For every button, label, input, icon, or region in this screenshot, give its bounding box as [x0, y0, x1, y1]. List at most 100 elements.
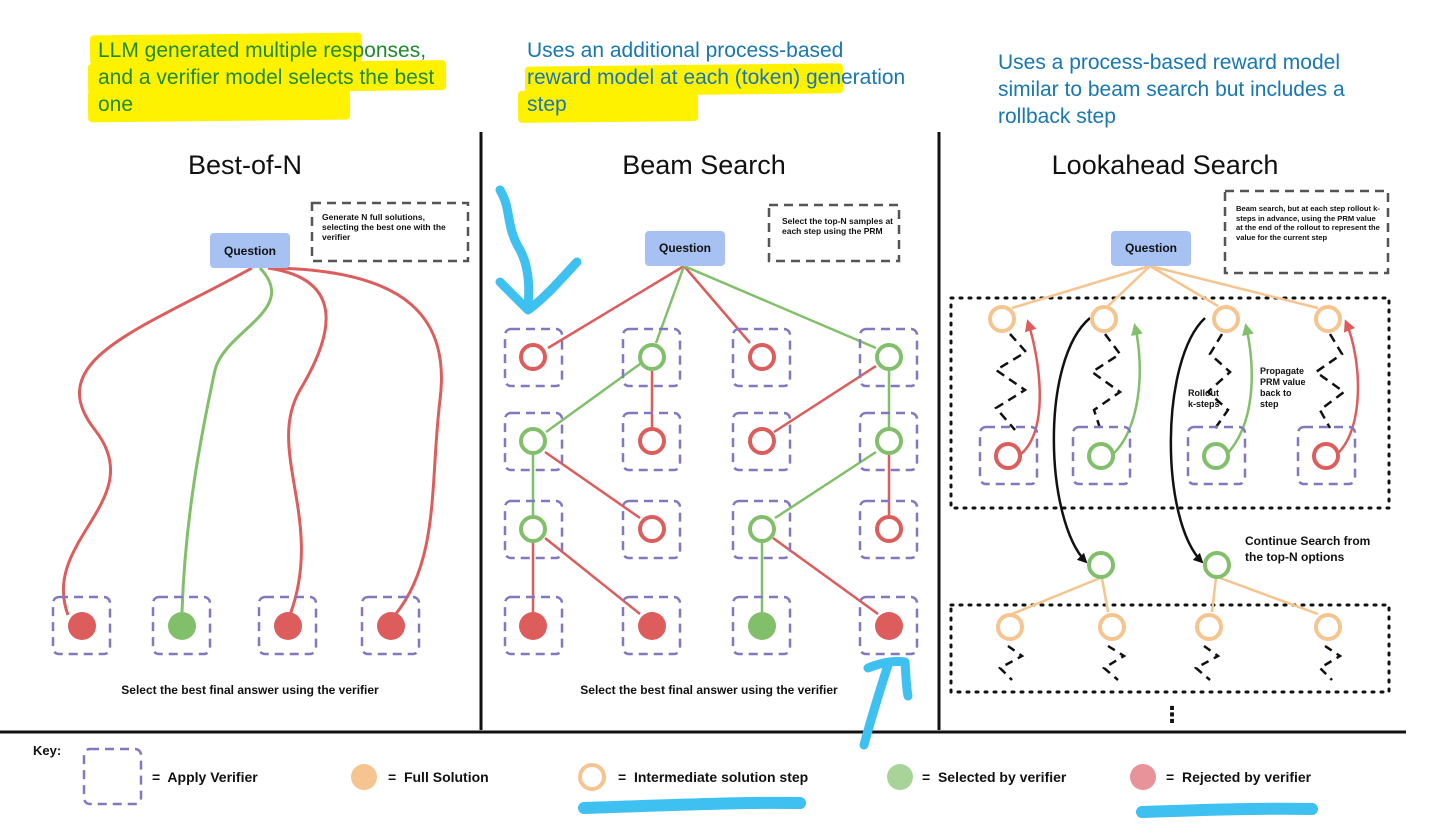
- selected-step: [519, 427, 547, 455]
- selected-step: [1203, 551, 1231, 579]
- beam-edge: [545, 362, 641, 434]
- intermediate-step: [1195, 613, 1223, 641]
- lookahead-question-label: Question: [1125, 241, 1177, 255]
- selected-step: [638, 343, 666, 371]
- rejected-step: [638, 427, 666, 455]
- lookahead-edge: [1149, 264, 1319, 310]
- lookahead-step-2: [996, 613, 1342, 641]
- lookahead-edge: [1149, 264, 1219, 308]
- verifier-box: [621, 595, 682, 656]
- selected-step: [1202, 442, 1230, 470]
- rejected-step: [994, 442, 1022, 470]
- propagate-arrow-red: [1335, 319, 1360, 456]
- rejected-step: [519, 343, 547, 371]
- verifier-box: [503, 411, 564, 472]
- verifier-box: [257, 595, 318, 656]
- best-of-n-question-node: [210, 233, 290, 268]
- lookahead-note: Beam search, but at each step rollout k-…: [1236, 204, 1380, 242]
- marker-arrow-down-icon: [495, 185, 582, 315]
- intermediate-step: [1212, 305, 1240, 333]
- rollout-path: [1313, 333, 1347, 429]
- verifier-box: [151, 595, 212, 656]
- selected-answer: [168, 612, 196, 640]
- intermediate-step: [1098, 613, 1126, 641]
- verifier-box: [1071, 425, 1132, 486]
- key-verifier-swatch: [82, 747, 143, 806]
- lookahead-note-box: [1223, 189, 1390, 275]
- best-of-n-title: Best-of-N: [188, 150, 302, 180]
- verifier-box: [858, 411, 919, 472]
- rejected-step: [638, 515, 666, 543]
- rejected-answer: [519, 612, 547, 640]
- selected-step: [875, 343, 903, 371]
- verifier-box: [978, 425, 1039, 486]
- annotation-best-of-n: LLM generated multiple responses, and a …: [98, 39, 435, 116]
- beam-search-title: Beam Search: [622, 150, 786, 180]
- intermediate-step: [996, 613, 1024, 641]
- key-intermediate-step: = Intermediate solution step: [618, 769, 808, 785]
- beam-edge: [774, 450, 877, 520]
- best-of-n-note-box: [310, 201, 470, 263]
- beam-edge: [544, 537, 641, 615]
- beam-question-node: [645, 231, 725, 266]
- lookahead-title: Lookahead Search: [1052, 150, 1279, 180]
- key-full-solution: = Full Solution: [388, 769, 489, 785]
- beam-edge: [547, 264, 685, 350]
- rejected-step: [748, 427, 776, 455]
- rollout-path: [1317, 644, 1343, 681]
- best-of-n-path-2: [180, 266, 274, 613]
- beam-edge: [544, 450, 641, 520]
- best-of-n-path-3: [267, 266, 328, 616]
- rejected-answer: [377, 612, 405, 640]
- selected-step: [748, 515, 776, 543]
- rollout-path: [1206, 333, 1232, 431]
- more-steps-ellipsis: ⋮: [1161, 703, 1183, 728]
- propagate-arrow-green: [1111, 323, 1143, 456]
- rollout-path: [993, 333, 1028, 431]
- verifier-box: [1296, 425, 1357, 486]
- lookahead-continue-region: [949, 603, 1391, 694]
- verifier-box: [731, 595, 792, 656]
- lookahead-rollout-region: [949, 296, 1391, 510]
- propagate-arrow-red: [1019, 319, 1041, 456]
- key-selected: = Selected by verifier: [922, 769, 1067, 785]
- verifier-box: [1186, 425, 1247, 486]
- beam-question-label: Question: [659, 241, 711, 255]
- rejected-step: [875, 515, 903, 543]
- verifier-box: [621, 499, 682, 560]
- intermediate-step: [1314, 613, 1342, 641]
- rollout-path: [997, 644, 1025, 681]
- continue-arrow: [1169, 317, 1206, 564]
- key-rejected: = Rejected by verifier: [1166, 769, 1312, 785]
- selected-step: [1087, 551, 1115, 579]
- verifier-box: [858, 327, 919, 388]
- rejected-answer: [875, 612, 903, 640]
- verifier-box: [858, 499, 919, 560]
- rollout-path: [1193, 644, 1221, 681]
- lookahead-rollout-ends: [978, 425, 1357, 486]
- key-selected-swatch: [887, 764, 913, 790]
- marker-arrow-up-icon: [859, 657, 913, 750]
- annotation-lookahead: Uses a process-based reward model simila…: [998, 51, 1345, 128]
- key-full-solution-swatch: [351, 764, 377, 790]
- rejected-answer: [274, 612, 302, 640]
- continue-arrow: [1052, 317, 1091, 564]
- rejected-step: [748, 343, 776, 371]
- verifier-box: [503, 595, 564, 656]
- verifier-box: [858, 595, 919, 656]
- lookahead-step-1: [988, 305, 1342, 333]
- best-of-n-note: Generate N full solutions, selecting the…: [322, 212, 446, 242]
- beam-step-3: [503, 499, 919, 560]
- verifier-box: [503, 499, 564, 560]
- selected-answer: [748, 612, 776, 640]
- best-of-n-path-4: [271, 266, 443, 616]
- verifier-box: [51, 595, 112, 656]
- intermediate-step: [1090, 305, 1118, 333]
- intermediate-step: [988, 305, 1016, 333]
- propagate-arrow-green: [1225, 323, 1254, 456]
- lookahead-edge: [1011, 576, 1101, 616]
- rejected-answer: [638, 612, 666, 640]
